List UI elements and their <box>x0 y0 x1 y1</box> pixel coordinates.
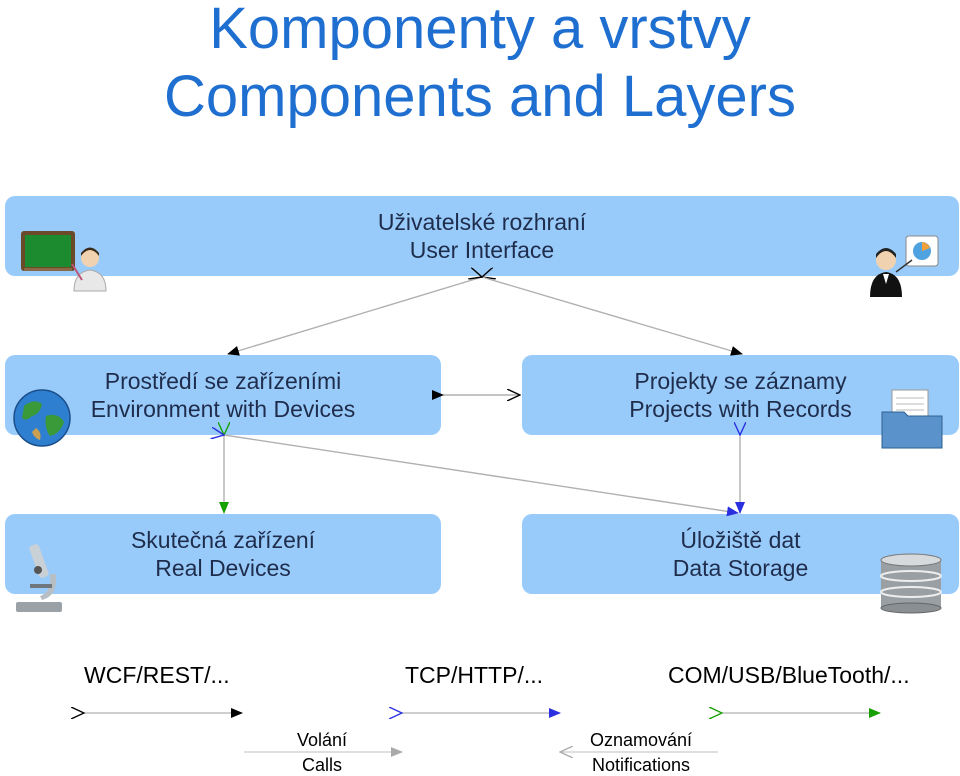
title-czech: Komponenty a vrstvy <box>209 0 751 61</box>
box-environment-en: Environment with Devices <box>90 396 356 422</box>
box-data-storage-cz: Úložiště dat <box>680 527 801 553</box>
legend-calls-cz: Volání <box>296 730 348 750</box>
box-projects-en: Projects with Records <box>629 396 852 422</box>
protocol-wcf-rest: WCF/REST/... <box>84 662 230 688</box>
box-user-interface: Uživatelské rozhraní User Interface <box>5 196 959 276</box>
box-real-devices: Skutečná zařízení Real Devices <box>5 514 441 594</box>
box-environment-cz: Prostředí se zařízeními <box>104 368 342 394</box>
protocol-tcp-http: TCP/HTTP/... <box>405 662 543 688</box>
title-english: Components and Layers <box>164 64 796 129</box>
teacher-icon <box>71 247 107 292</box>
blackboard-icon <box>21 231 75 271</box>
presenter-icon <box>870 235 939 297</box>
legend-notifications-cz: Oznamování <box>589 730 693 750</box>
box-real-devices-cz: Skutečná zařízení <box>130 527 316 553</box>
box-real-devices-en: Real Devices <box>155 555 291 581</box>
database-icon <box>880 553 942 614</box>
box-data-storage-en: Data Storage <box>672 555 809 581</box>
legend-notifications-en: Notifications <box>591 755 691 775</box>
folder-icon <box>881 389 943 449</box>
box-environment: Prostředí se zařízeními Environment with… <box>5 355 441 435</box>
microscope-icon <box>16 544 62 612</box>
box-projects-cz: Projekty se záznamy <box>634 368 847 394</box>
legend-calls-en: Calls <box>301 755 342 775</box>
edge-ui-environment <box>228 277 482 354</box>
edge-ui-projects <box>482 277 742 354</box>
box-user-interface-en: User Interface <box>409 237 555 263</box>
box-user-interface-cz: Uživatelské rozhraní <box>377 209 587 235</box>
protocol-com-usb-bluetooth: COM/USB/BlueTooth/... <box>668 662 910 688</box>
edge-environment-storage <box>224 435 738 513</box>
globe-icon <box>13 389 71 447</box>
